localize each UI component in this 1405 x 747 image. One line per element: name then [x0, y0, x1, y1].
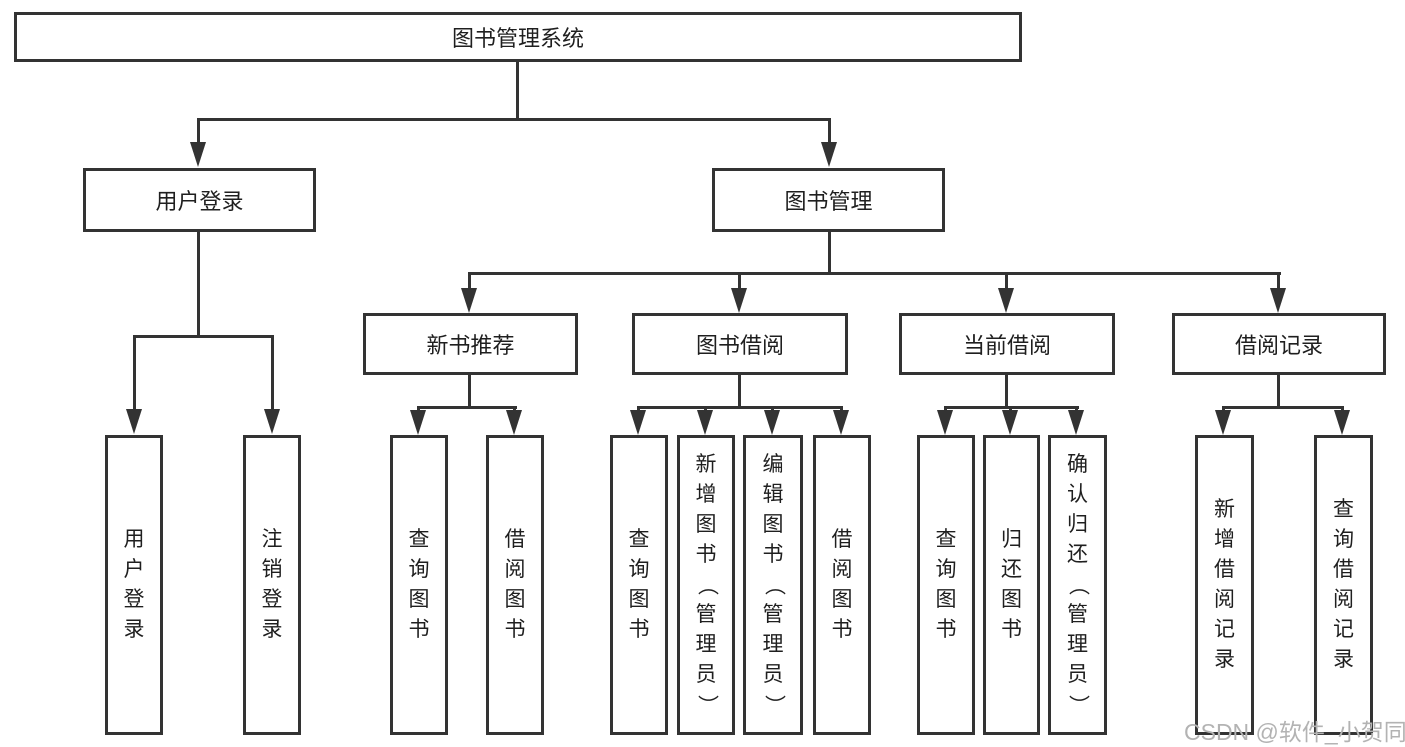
- arrow-down-icon: [1068, 410, 1084, 435]
- node-leaf-br-query-label: 查询借阅记录: [1333, 498, 1354, 671]
- connector-to-leaf-cb-return: [1009, 406, 1012, 412]
- node-leaf-rec-borrow-label: 借阅图书: [504, 528, 526, 641]
- arrow-down-icon: [1002, 410, 1018, 435]
- node-user-login: 用户登录: [83, 168, 316, 232]
- node-leaf-bb-edit: 编辑图书（管理员）: [743, 435, 803, 735]
- connector-root-to-book-mgmt: [828, 118, 831, 144]
- node-book-borrow: 图书借阅: [632, 313, 848, 375]
- connector-book-mgmt-bar: [468, 272, 1281, 275]
- node-leaf-rec-borrow: 借阅图书: [486, 435, 544, 735]
- node-leaf-cb-confirm-label: 确认归还（管理员）: [1066, 453, 1090, 716]
- connector-new-book-rec-bar: [417, 406, 517, 409]
- connector-to-current-borrow: [1005, 272, 1008, 292]
- node-leaf-bb-add-label: 新增图书（管理员）: [695, 453, 718, 716]
- connector-root-to-user-login: [197, 118, 200, 144]
- arrow-down-icon: [731, 288, 747, 313]
- connector-root-trunk: [516, 62, 519, 119]
- watermark: CSDN @软件_小贺同学: [1184, 719, 1405, 745]
- connector-to-new-book-rec: [468, 272, 471, 292]
- node-current-borrow: 当前借阅: [899, 313, 1115, 375]
- node-leaf-rec-query-label: 查询图书: [408, 528, 430, 641]
- arrow-down-icon: [190, 142, 206, 167]
- arrow-down-icon: [833, 410, 849, 435]
- node-leaf-cb-return: 归还图书: [983, 435, 1040, 735]
- node-leaf-logout: 注销登录: [243, 435, 301, 735]
- arrow-down-icon: [410, 410, 426, 435]
- connector-root-bar: [197, 118, 831, 121]
- arrow-down-icon: [821, 142, 837, 167]
- arrow-down-icon: [126, 409, 142, 434]
- node-leaf-logout-label: 注销登录: [261, 528, 283, 641]
- arrow-down-icon: [630, 410, 646, 435]
- node-borrow-record-label: 借阅记录: [1234, 333, 1323, 358]
- connector-to-book-borrow: [738, 272, 741, 292]
- connector-book-mgmt-trunk: [828, 232, 831, 274]
- connector-to-leaf-logout: [271, 335, 274, 411]
- arrow-down-icon: [506, 410, 522, 435]
- connector-to-leaf-bb-edit: [771, 406, 774, 412]
- arrow-down-icon: [937, 410, 953, 435]
- node-leaf-cb-query-label: 查询图书: [935, 528, 957, 641]
- node-leaf-bb-borrow: 借阅图书: [813, 435, 871, 735]
- arrow-down-icon: [461, 288, 477, 313]
- connector-to-leaf-rec-query: [417, 406, 420, 412]
- node-root: 图书管理系统: [14, 12, 1022, 62]
- node-book-mgmt-label: 图书管理: [784, 189, 873, 214]
- connector-to-leaf-bb-borrow: [840, 406, 843, 412]
- connector-to-leaf-cb-confirm: [1075, 406, 1078, 412]
- connector-borrow-record-trunk: [1277, 375, 1280, 407]
- connector-to-leaf-user-login: [133, 335, 136, 411]
- node-leaf-br-add: 新增借阅记录: [1195, 435, 1254, 735]
- connector-user-login-bar: [133, 335, 274, 338]
- node-leaf-cb-return-label: 归还图书: [1001, 528, 1022, 641]
- connector-to-leaf-br-add: [1222, 406, 1225, 412]
- connector-to-borrow-record: [1277, 272, 1280, 292]
- node-current-borrow-label: 当前借阅: [962, 333, 1051, 358]
- node-new-book-rec: 新书推荐: [363, 313, 578, 375]
- connector-borrow-record-bar: [1222, 406, 1343, 409]
- connector-new-book-rec-trunk: [468, 375, 471, 407]
- connector-to-leaf-cb-query: [944, 406, 947, 412]
- node-leaf-br-query: 查询借阅记录: [1314, 435, 1373, 735]
- node-book-borrow-label: 图书借阅: [695, 333, 784, 358]
- connector-to-leaf-rec-borrow: [513, 406, 516, 412]
- node-new-book-rec-label: 新书推荐: [426, 333, 515, 358]
- arrow-down-icon: [264, 409, 280, 434]
- node-leaf-bb-add: 新增图书（管理员）: [677, 435, 735, 735]
- node-leaf-br-add-label: 新增借阅记录: [1214, 498, 1235, 671]
- node-book-mgmt: 图书管理: [712, 168, 945, 232]
- node-leaf-user-login-label: 用户登录: [123, 528, 145, 641]
- arrow-down-icon: [697, 410, 713, 435]
- connector-book-borrow-bar: [637, 406, 843, 409]
- arrow-down-icon: [1270, 288, 1286, 313]
- connector-current-borrow-trunk: [1005, 375, 1008, 407]
- connector-to-leaf-br-query: [1341, 406, 1344, 412]
- node-leaf-rec-query: 查询图书: [390, 435, 448, 735]
- arrow-down-icon: [764, 410, 780, 435]
- connector-user-login-trunk: [197, 232, 200, 336]
- node-leaf-user-login: 用户登录: [105, 435, 163, 735]
- node-user-login-label: 用户登录: [155, 189, 244, 214]
- node-leaf-bb-query: 查询图书: [610, 435, 668, 735]
- node-leaf-bb-borrow-label: 借阅图书: [831, 528, 853, 641]
- node-leaf-cb-query: 查询图书: [917, 435, 975, 735]
- node-leaf-bb-query-label: 查询图书: [628, 528, 650, 641]
- connector-to-leaf-bb-query: [637, 406, 640, 412]
- node-borrow-record: 借阅记录: [1172, 313, 1386, 375]
- arrow-down-icon: [1215, 410, 1231, 435]
- node-leaf-bb-edit-label: 编辑图书（管理员）: [762, 453, 785, 716]
- arrow-down-icon: [1334, 410, 1350, 435]
- arrow-down-icon: [998, 288, 1014, 313]
- connector-book-borrow-trunk: [738, 375, 741, 407]
- node-leaf-cb-confirm: 确认归还（管理员）: [1048, 435, 1107, 735]
- node-root-label: 图书管理系统: [451, 26, 584, 51]
- connector-to-leaf-bb-add: [704, 406, 707, 412]
